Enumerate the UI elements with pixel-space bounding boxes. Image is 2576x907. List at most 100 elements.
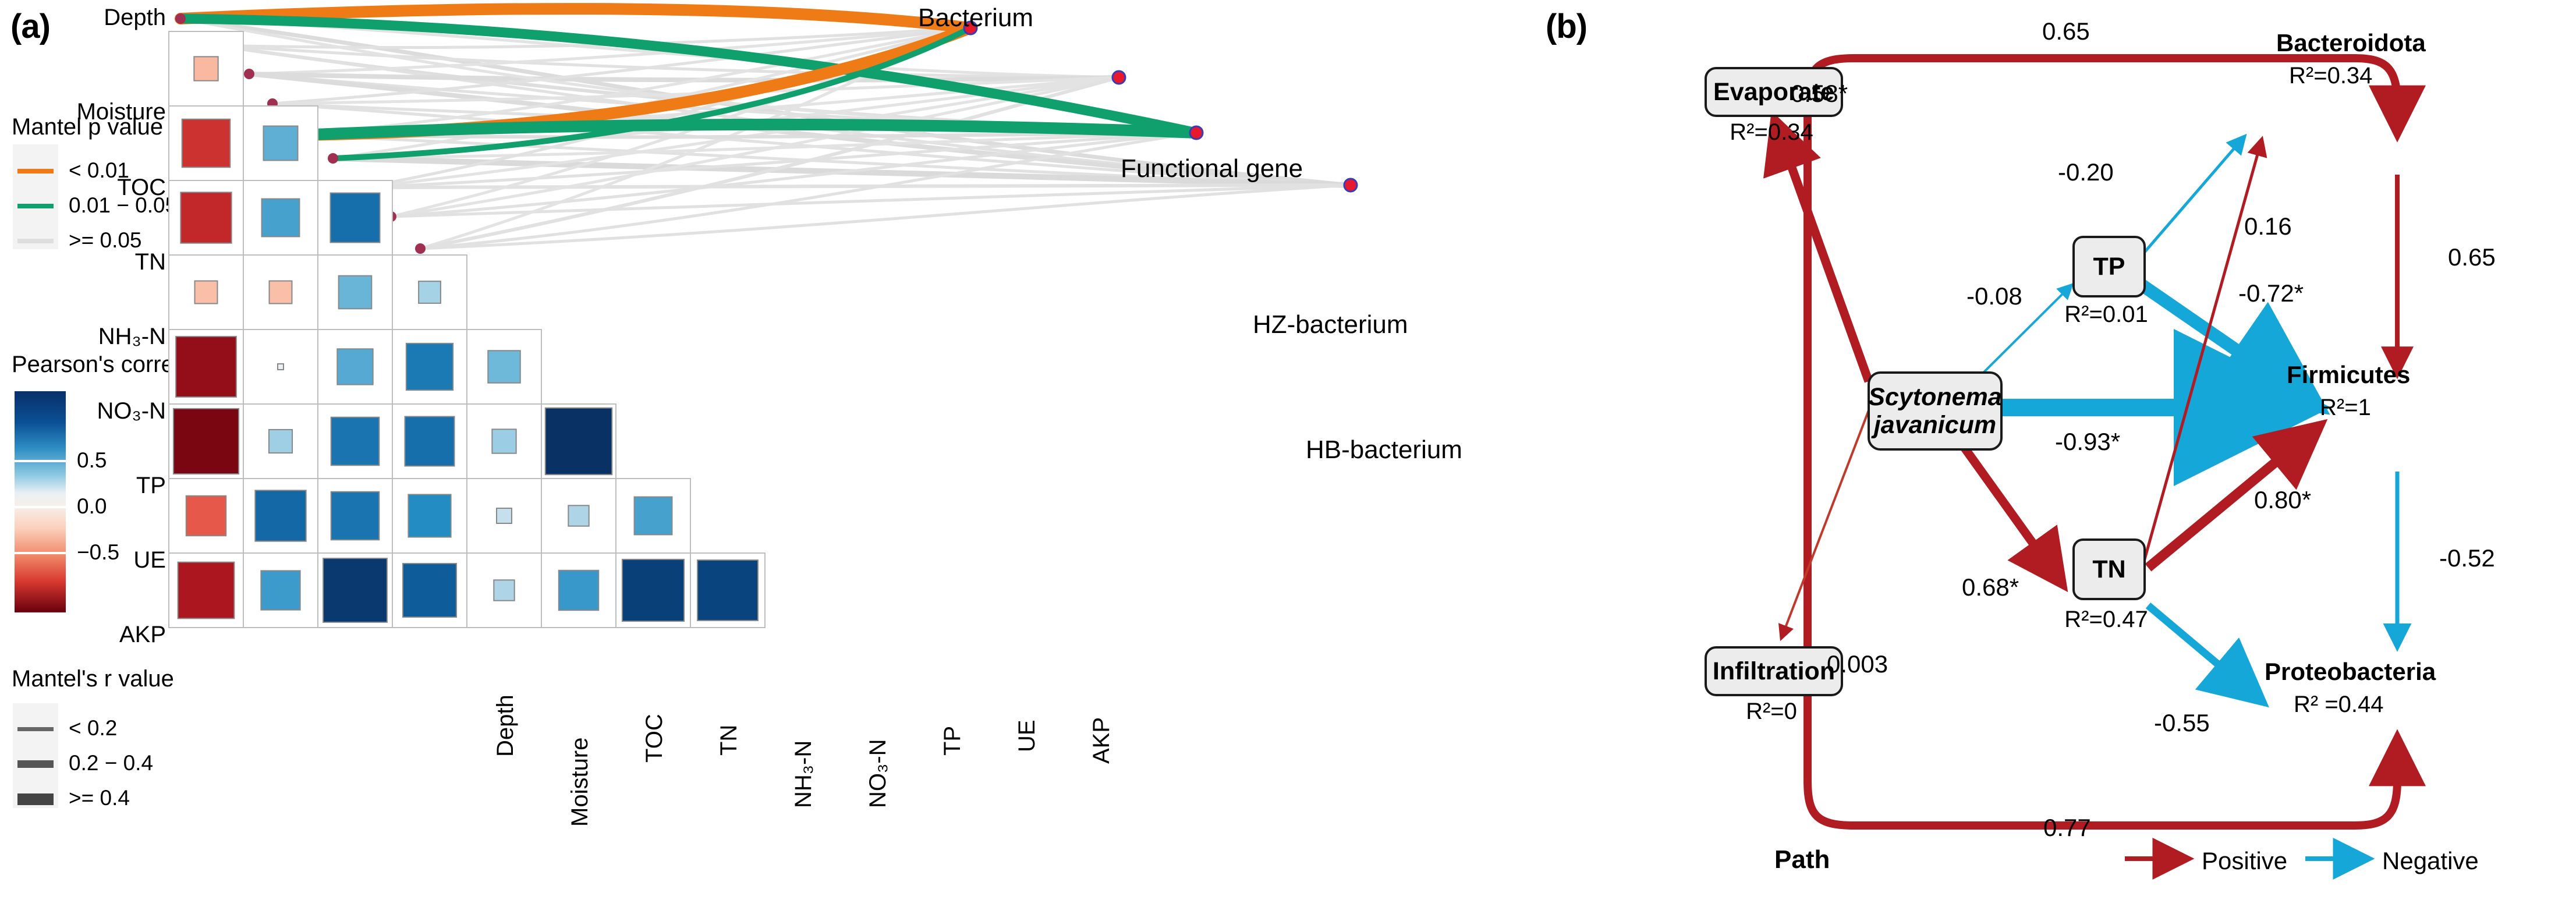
mantel-edge-nh3n-hzbacterium [296, 118, 1202, 141]
legend-mantel-r-title: Mantel's r value [12, 666, 174, 692]
matrix-cell-moisture-depth[interactable] [193, 56, 219, 82]
matrix-cell-tn-moisture[interactable] [261, 198, 300, 238]
matrix-cell-toc-moisture[interactable] [263, 125, 299, 161]
path-scytonema-tp [1973, 283, 2074, 382]
matrix-cell-nhn-depth[interactable] [194, 280, 218, 304]
node-label-evaporate: Evaporate [1713, 77, 1834, 106]
matrix-cell-non-depth[interactable] [175, 336, 237, 398]
coef-scytonema-firmicutes: -0.93* [2055, 428, 2121, 455]
path-outer-bottom-to-proteobacteria [2354, 729, 2426, 830]
matrix-cell-frame [243, 552, 318, 628]
legend-pearson-tick-3-icon [15, 552, 66, 554]
legend-mantel-r-line-1-icon [17, 727, 54, 731]
node-dot-functional-gene[interactable] [1111, 70, 1126, 85]
matrix-cell-akp-non[interactable] [558, 569, 600, 611]
path-outer-frame [1803, 54, 2355, 830]
matrix-cell-tp-tn[interactable] [404, 416, 455, 467]
path-legend-title: Path [1774, 845, 1830, 874]
mantel-edge-no3n-bacterium [330, 25, 973, 161]
path-scytonema-evaporate [1763, 111, 1873, 383]
legend-mantel-p-label-2: 0.01 − 0.05 [69, 193, 178, 217]
node-box-infiltration[interactable]: Infiltration [1705, 646, 1843, 696]
legend-mantel-p-label-1: < 0.01 [69, 158, 129, 182]
matrix-row-label-toc: TOC [117, 175, 166, 200]
matrix-cell-ue-nhn[interactable] [496, 508, 512, 524]
matrix-cell-tp-toc[interactable] [330, 416, 380, 466]
node-dot-hb-bacterium[interactable] [1343, 178, 1358, 193]
matrix-col-label-tn: TN [716, 724, 742, 756]
legend-pearson-tick-label-3: −0.5 [77, 540, 120, 564]
network-node-dots [175, 13, 1358, 254]
matrix-cell-akp-nhn[interactable] [493, 579, 515, 601]
matrix-cell-tp-non[interactable] [544, 407, 613, 476]
matrix-cell-akp-depth[interactable] [177, 561, 235, 619]
node-label-bacteroidota: Bacteroidota [2276, 29, 2426, 56]
matrix-cell-tn-depth[interactable] [180, 192, 232, 244]
node-r2-bacteroidota: R²=0.34 [2289, 63, 2373, 88]
node-dot-hz-bacterium[interactable] [1189, 125, 1204, 140]
matrix-cell-nhn-tn[interactable] [418, 281, 441, 304]
matrix-cell-nhn-toc[interactable] [338, 275, 373, 310]
coef-outer-top: 0.65 [2042, 17, 2090, 45]
panel-b-letter: (b) [1546, 8, 1588, 45]
matrix-diag-dot-depth [175, 13, 186, 24]
panel-a-letter: (a) [10, 8, 51, 45]
matrix-col-label-ue: UE [1014, 720, 1040, 752]
matrix-cell-tp-moisture[interactable] [268, 428, 293, 454]
matrix-cell-akp-toc[interactable] [323, 558, 388, 623]
node-dot-bacterium[interactable] [963, 20, 978, 36]
node-r2-tp: R²=0.01 [2064, 302, 2148, 327]
mantel-edge-depth-hzbacterium [175, 13, 1202, 138]
matrix-cell-nhn-moisture[interactable] [268, 280, 293, 304]
matrix-cell-toc-depth[interactable] [181, 118, 231, 168]
node-label-tn: TN [2092, 555, 2126, 583]
matrix-row-label-moisture: Moisture [76, 99, 166, 125]
node-box-evaporate[interactable]: Evaporate [1705, 67, 1843, 117]
mantel-edge-depth-bacterium [175, 3, 976, 34]
node-box-tn[interactable]: TN [2072, 538, 2146, 600]
matrix-cell-ue-tn[interactable] [408, 494, 452, 538]
matrix-cell-ue-non[interactable] [568, 505, 590, 527]
node-r2-evaporate: R²=0.34 [1730, 119, 1813, 145]
node-label-firmicutes: Firmicutes [2287, 361, 2411, 388]
matrix-cell-tn-toc[interactable] [329, 192, 381, 243]
legend-mantel-p-line-1-icon [17, 169, 54, 173]
matrix-cell-ue-depth[interactable] [185, 495, 227, 537]
coef-firmicutes-proteobacteria: -0.52 [2439, 544, 2495, 572]
path-legend-label-negative: Negative [2382, 847, 2479, 874]
matrix-cell-ue-tp[interactable] [633, 496, 673, 536]
matrix-cell-frame [392, 254, 467, 330]
matrix-col-label-tp: TP [940, 725, 965, 756]
matrix-cell-tp-nhn[interactable] [491, 428, 517, 454]
matrix-cell-ue-toc[interactable] [330, 491, 380, 541]
node-label-scytonema-line2: javanicum [1873, 411, 1997, 439]
legend-pearson-tick-2-icon [15, 506, 66, 508]
path-tn-firmicutes [2145, 419, 2328, 572]
panel-b-diagram [1763, 54, 2426, 880]
matrix-row-label-tp: TP [136, 473, 166, 498]
matrix-cell-akp-tp[interactable] [621, 558, 685, 622]
matrix-col-label-moisture: Moisture [567, 737, 593, 827]
node-box-tp[interactable]: TP [2072, 236, 2146, 297]
matrix-cell-ue-moisture[interactable] [254, 490, 307, 542]
matrix-row-label-nh3n: NH₃-N [98, 324, 166, 349]
matrix-cell-non-toc[interactable] [336, 348, 374, 385]
matrix-cell-akp-tn[interactable] [402, 562, 458, 618]
node-box-scytonema-javanicum[interactable]: Scytonema javanicum [1868, 371, 2003, 451]
coef-tp-bacteroidota: -0.20 [2058, 158, 2114, 186]
path-tn-bacteroidota [2141, 136, 2267, 568]
matrix-cell-non-moisture[interactable] [277, 363, 284, 370]
matrix-cell-akp-ue[interactable] [697, 559, 759, 621]
matrix-cell-tp-depth[interactable] [172, 408, 240, 475]
matrix-cell-non-nhn[interactable] [487, 350, 521, 384]
coef-outer-bottom: 0.77 [2043, 814, 2091, 841]
coef-tn-proteobacteria: -0.55 [2154, 709, 2210, 736]
path-scytonema-infiltration [1778, 410, 1870, 642]
mantel-edges-significant [175, 3, 1202, 161]
matrix-col-label-toc: TOC [642, 714, 667, 763]
matrix-cell-akp-moisture[interactable] [260, 570, 301, 611]
matrix-cell-non-tn[interactable] [405, 342, 454, 391]
matrix-row-label-no3n: NO₃-N [97, 398, 166, 424]
legend-mantel-r-label-3: >= 0.4 [69, 786, 130, 810]
